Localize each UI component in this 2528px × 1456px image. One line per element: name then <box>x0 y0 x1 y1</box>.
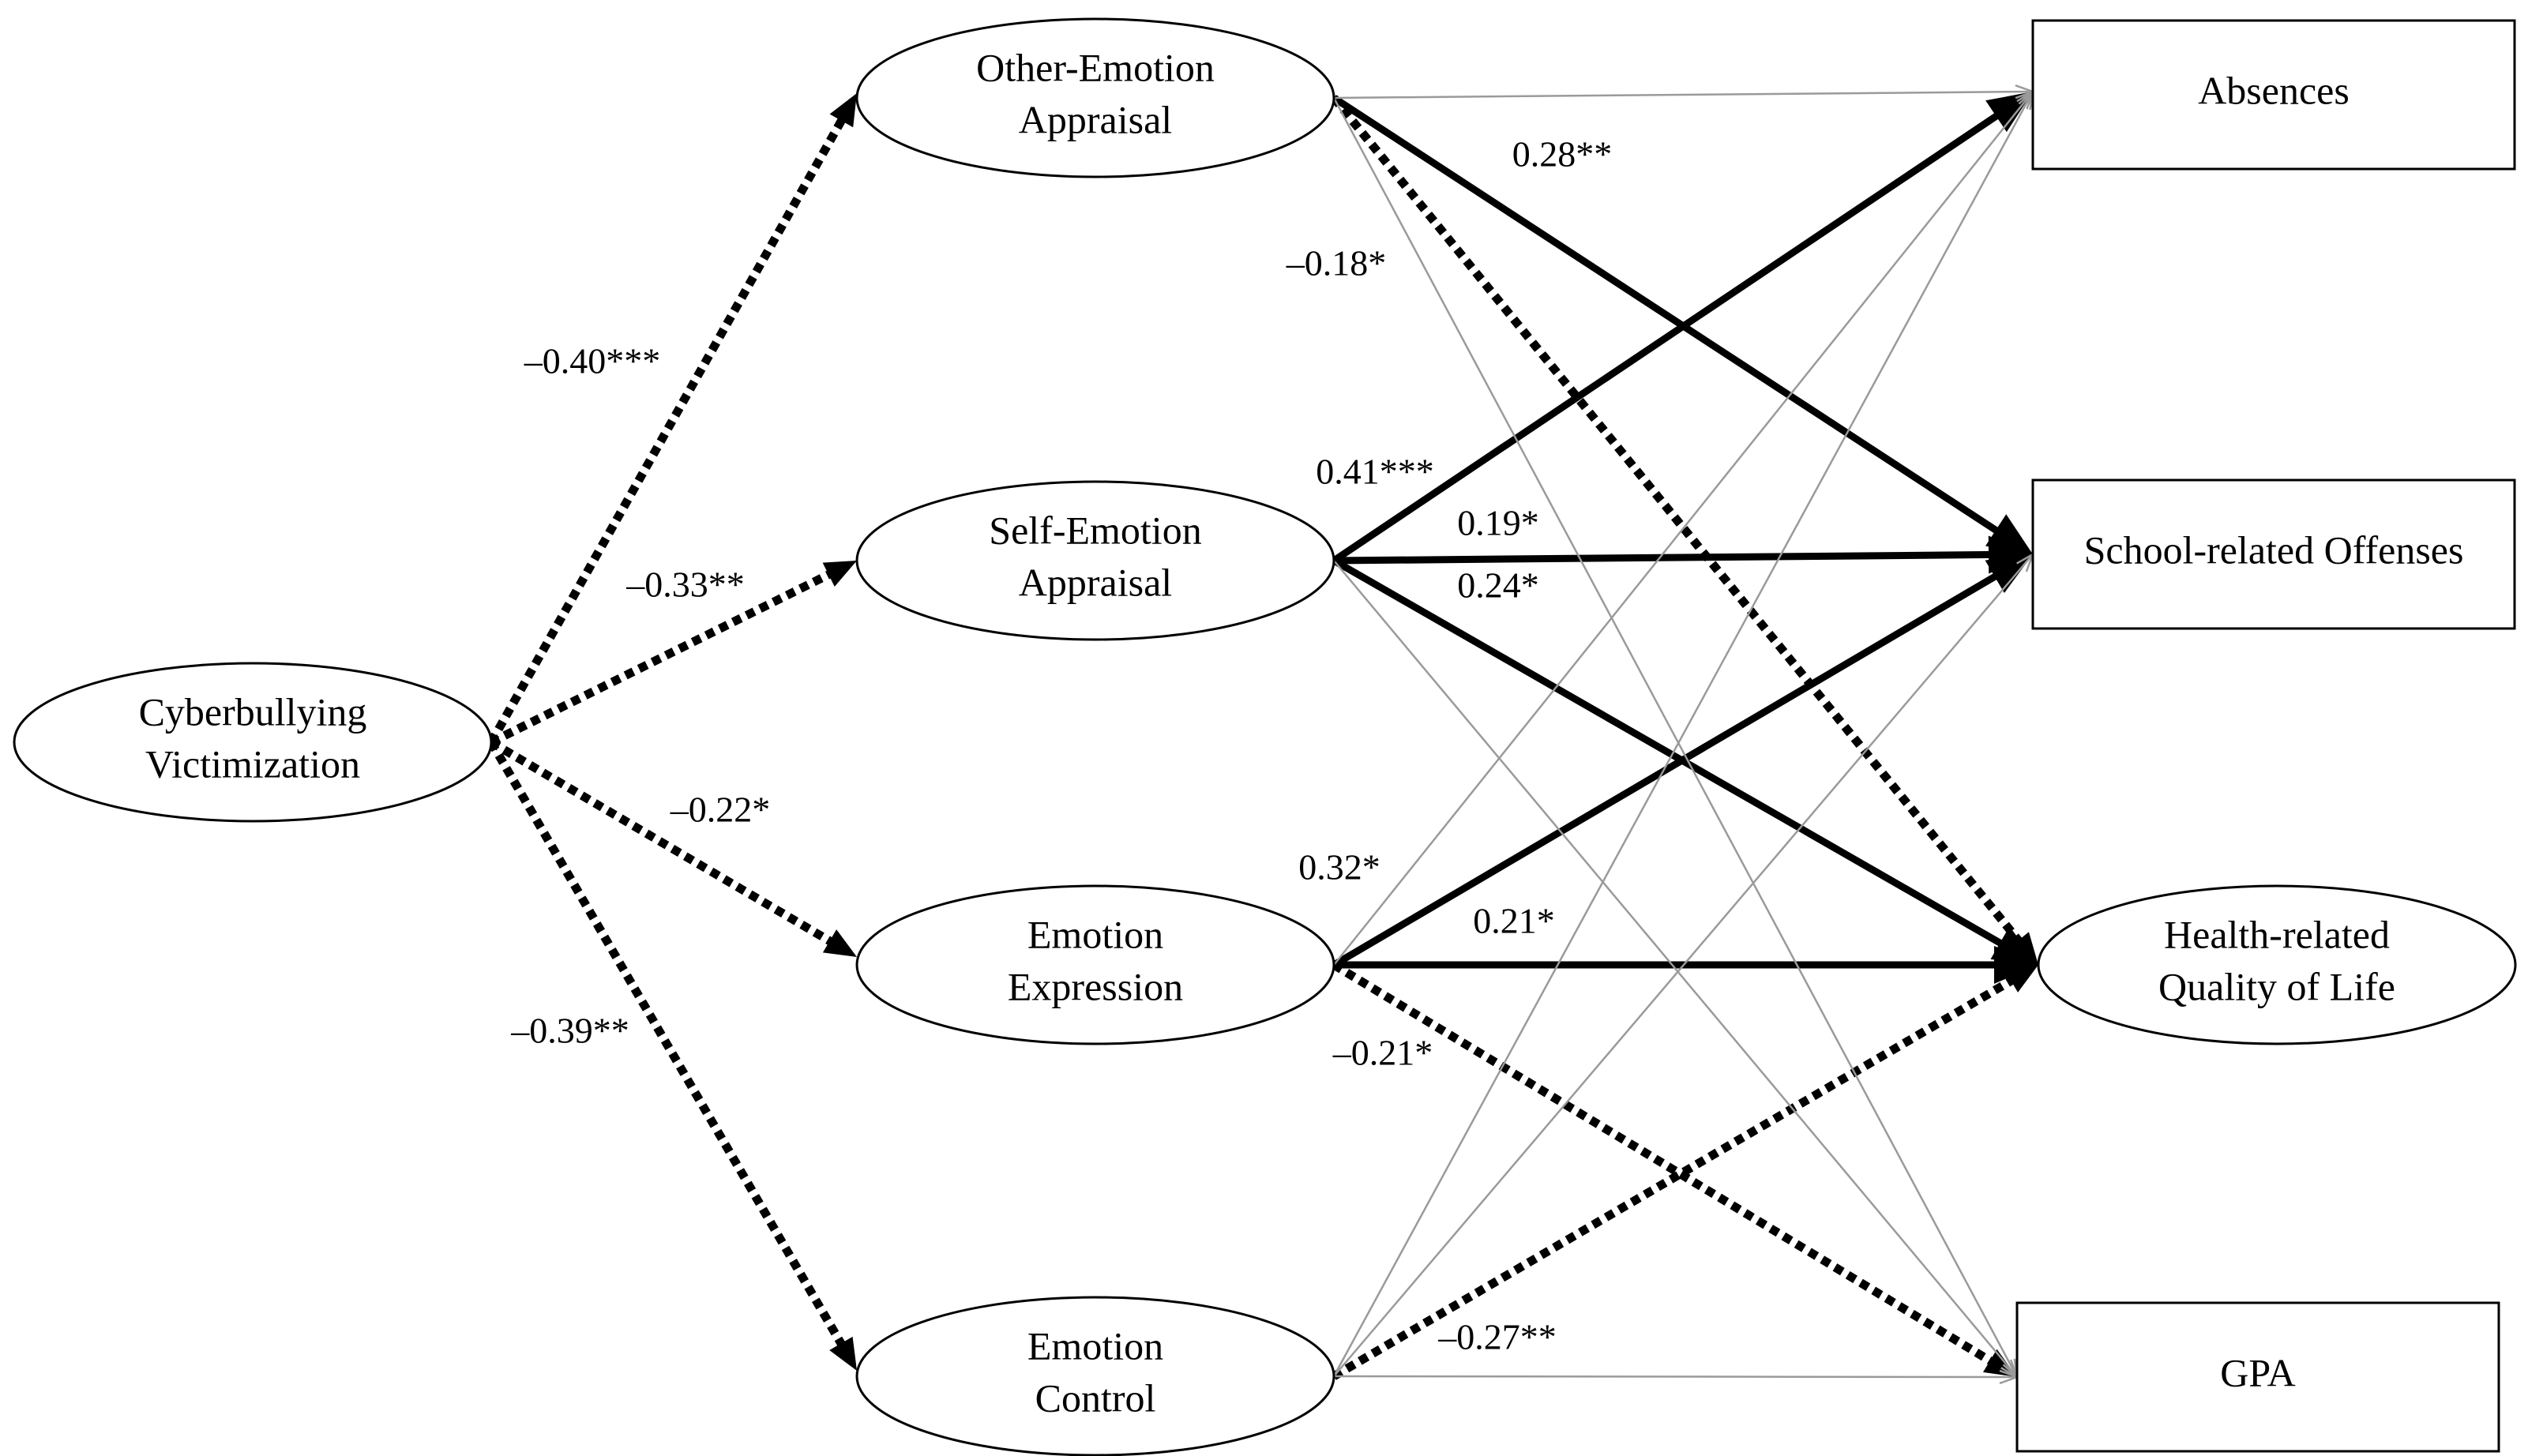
node-label: Quality of Life <box>2158 964 2395 1008</box>
coefficient-label: 0.24* <box>1457 565 1539 606</box>
arrowhead <box>1994 946 2038 984</box>
arrowhead <box>829 1336 857 1371</box>
coefficient-label: –0.22* <box>670 790 771 830</box>
arrowhead <box>822 561 857 587</box>
edge-line <box>1332 97 2019 1378</box>
edge-line <box>1332 961 1996 1368</box>
coefficient-label: 0.19* <box>1457 503 1539 543</box>
coefficient-label: –0.27** <box>1437 1317 1557 1357</box>
edge-line <box>1333 560 2018 1378</box>
edge-line <box>1332 95 2004 537</box>
path-sea-abs <box>1332 92 2033 564</box>
node-shape <box>2037 884 2517 1045</box>
edge-line <box>1330 95 2025 948</box>
arrowhead <box>822 929 857 957</box>
node-abs: Absences <box>2031 19 2516 171</box>
path-ec-gpa <box>1333 1369 2020 1385</box>
arrowhead <box>1985 554 2033 594</box>
node-label: Absences <box>2198 68 2350 112</box>
node-shape <box>2015 1301 2500 1453</box>
coefficient-label: –0.39** <box>510 1011 629 1051</box>
node-label: Health-related <box>2164 912 2390 956</box>
coefficient-label: –0.40*** <box>524 341 661 381</box>
path-ee-sro <box>1332 554 2033 968</box>
path-oea-hrql <box>1330 95 2038 965</box>
node-label: Victimization <box>145 741 360 786</box>
node-label: Self-Emotion <box>989 508 1201 552</box>
path-ec-abs <box>1332 88 2034 1377</box>
node-shape <box>855 1296 1335 1456</box>
node-label: Other-Emotion <box>976 45 1215 89</box>
node-label: Appraisal <box>1019 97 1172 141</box>
node-label: Appraisal <box>1019 560 1172 604</box>
node-shape <box>13 662 493 823</box>
node-shape <box>855 480 1335 641</box>
edge-line <box>1332 109 2004 564</box>
node-shape <box>855 884 1335 1045</box>
node-label: Emotion <box>1027 1323 1163 1368</box>
coefficient-label: 0.21* <box>1473 901 1555 941</box>
node-gpa: GPA <box>2015 1301 2500 1453</box>
node-shape <box>2031 478 2516 630</box>
node-shape <box>855 17 1335 178</box>
edge-line <box>1332 974 2018 1380</box>
node-sro: School-related Offenses <box>2031 478 2516 630</box>
coefficient-label: 0.28** <box>1512 134 1613 174</box>
edge-line <box>489 569 835 746</box>
node-label: Control <box>1035 1375 1156 1420</box>
path-oea-gpa <box>1332 97 2019 1380</box>
edge-line <box>487 740 847 1350</box>
coefficients-layer: –0.40*** –0.33** –0.22* –0.39** 0.28** –0.18*… <box>510 134 1612 1357</box>
node-label: GPA <box>2220 1350 2295 1394</box>
edge-line <box>1333 554 2034 1377</box>
path-ee-gpa <box>1332 961 2017 1377</box>
node-shape <box>2031 19 2516 171</box>
edges-layer <box>487 84 2038 1385</box>
path-cyber-oea <box>487 93 857 745</box>
edge-line <box>487 114 848 745</box>
coefficient-label: –0.21* <box>1332 1033 1433 1073</box>
edge-line <box>1333 91 2034 966</box>
coefficient-label: 0.32* <box>1298 847 1380 887</box>
edge-line <box>1332 570 2003 968</box>
arrowhead <box>2004 965 2038 993</box>
node-label: Expression <box>1008 964 1183 1008</box>
path-cyber-ee <box>489 738 857 957</box>
path-oea-abs <box>1333 84 2036 99</box>
coefficient-label: 0.41*** <box>1316 452 1434 492</box>
edge-line <box>489 738 836 948</box>
edge-line <box>1332 91 2034 1377</box>
coefficient-label: –0.33** <box>625 565 745 605</box>
path-ee-hrql <box>1334 946 2038 984</box>
path-sea-sro <box>1333 535 2033 574</box>
path-ec-hrql <box>1332 965 2038 1380</box>
node-label: Cyberbullying <box>139 689 367 734</box>
edge-line <box>1333 1375 2018 1379</box>
coefficient-label: –0.18* <box>1286 243 1387 283</box>
path-cyber-ec <box>487 740 857 1371</box>
edge-line <box>1332 557 2008 950</box>
node-label: Emotion <box>1027 912 1163 956</box>
path-cyber-sea <box>489 561 857 746</box>
edge-line <box>1333 550 1996 565</box>
node-label: School-related Offenses <box>2084 527 2464 572</box>
arrowhead <box>829 93 857 128</box>
edge-line <box>1333 90 2034 99</box>
